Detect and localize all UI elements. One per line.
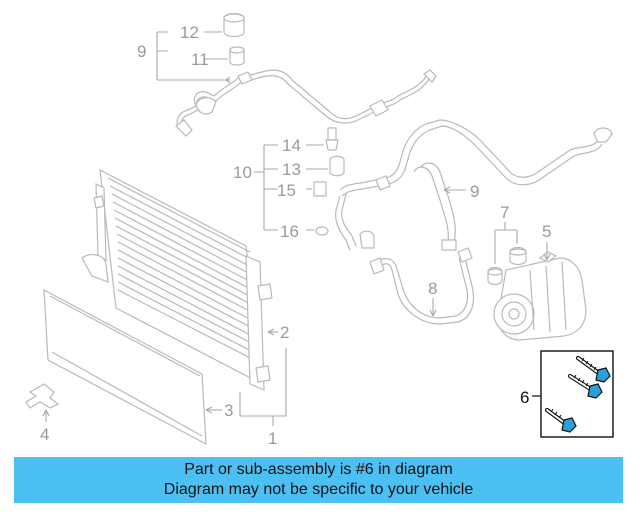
- callout-8: 8: [428, 279, 437, 298]
- callout-group-6: 6: [520, 388, 541, 407]
- hose-part-8: [369, 247, 475, 325]
- ac-compressor-part-5: [493, 251, 587, 341]
- callout-2: 2: [280, 323, 289, 342]
- callout-9-middle: 9: [470, 182, 479, 201]
- bolt-part-6-a: [575, 355, 611, 383]
- callout-group-9-middle: 9: [443, 182, 479, 201]
- callout-9-upper: 9: [137, 42, 146, 61]
- seal-part-7-a: [487, 266, 503, 286]
- sensor-part-14: [325, 127, 339, 151]
- callout-12: 12: [180, 23, 199, 42]
- banner-line-1: Part or sub-assembly is #6 in diagram: [184, 461, 453, 478]
- banner-line-2: Diagram may not be specific to your vehi…: [163, 481, 474, 498]
- callout-13: 13: [282, 160, 301, 179]
- callout-group-8: 8: [428, 279, 437, 317]
- callout-group-9-upper: 9: [137, 31, 231, 84]
- valve-part-15: [313, 181, 327, 197]
- hose-assembly-upper: [175, 69, 437, 137]
- condenser-part-2: [81, 168, 273, 391]
- callout-14: 14: [282, 136, 301, 155]
- callout-group-4: 4: [40, 409, 50, 444]
- callout-10: 10: [233, 163, 252, 182]
- valve-part-13: [329, 155, 345, 177]
- callout-6: 6: [520, 388, 529, 407]
- callout-group-7: 7: [494, 203, 518, 264]
- o-ring-part-16: [315, 226, 329, 236]
- highlight-box-part-6: [540, 350, 614, 438]
- cap-part-11: [229, 46, 245, 66]
- callout-group-10: 10: [233, 144, 328, 231]
- bracket-part-4: [25, 383, 60, 409]
- bolt-part-6-c: [544, 407, 577, 433]
- callout-5: 5: [542, 222, 551, 241]
- callout-7: 7: [500, 203, 509, 222]
- info-banner: Part or sub-assembly is #6 in diagram Di…: [14, 457, 623, 503]
- callout-16: 16: [280, 222, 299, 241]
- callout-group-5: 5: [542, 222, 551, 261]
- cap-part-12: [223, 12, 245, 38]
- hose-assembly-middle: [335, 119, 613, 251]
- callout-3: 3: [224, 401, 233, 420]
- callout-group-1: 1: [239, 348, 287, 448]
- callout-4: 4: [40, 425, 49, 444]
- callout-group-3: 3: [205, 401, 233, 420]
- callout-15: 15: [277, 181, 296, 200]
- filter-panel-part-3: [43, 288, 207, 446]
- callout-group-2: 2: [267, 323, 289, 342]
- callout-1: 1: [268, 429, 277, 448]
- bolt-part-6-b: [567, 373, 603, 399]
- seal-part-7-b: [509, 246, 527, 266]
- callout-11: 11: [191, 50, 209, 69]
